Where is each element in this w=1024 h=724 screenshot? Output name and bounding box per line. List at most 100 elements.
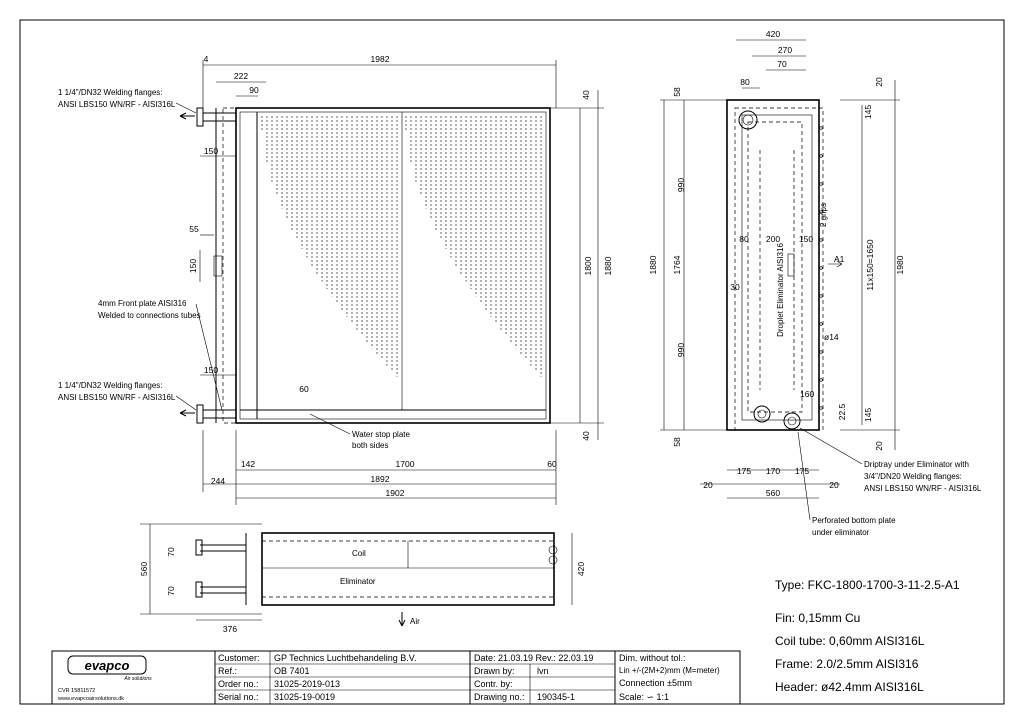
dim-1800: 1800 — [583, 256, 593, 275]
customer-value: GP Technics Luchtbehandeling B.V. — [274, 653, 416, 663]
dim-70-b: 70 — [166, 586, 176, 596]
spec-type: Type: FKC-1800-1700-3-11-2.5-A1 — [775, 578, 960, 592]
serial-label: Serial no.: — [218, 692, 259, 702]
drawing-label: Drawing no.: — [474, 692, 525, 702]
dim-160: 160 — [800, 389, 814, 399]
eliminator-label: Droplet Eliminator AISI316 — [776, 243, 785, 337]
perforation-holes — [819, 126, 823, 410]
dim-20-right: 20 — [829, 480, 839, 490]
dim-145-top: 145 — [863, 105, 873, 119]
specifications: Type: FKC-1800-1700-3-11-2.5-A1 Fin: 0,1… — [775, 578, 960, 694]
connection-tolerance: Connection ±5mm — [619, 678, 692, 688]
dim-pitch: 11x150=1650 — [865, 239, 875, 290]
side-frame — [726, 99, 820, 431]
note-perf-line1: Perforated bottom plate — [812, 516, 896, 525]
dim-1980: 1980 — [895, 255, 905, 274]
linear-tolerance: Lin +/-(2M+2)mm (M=meter) — [619, 666, 720, 675]
header-bottom — [753, 405, 771, 423]
dim-270: 270 — [778, 45, 792, 55]
dim-58-top: 58 — [672, 87, 682, 97]
dim-560: 560 — [766, 488, 780, 498]
drawn-label: Drawn by: — [474, 666, 515, 676]
dim-60-waterstop: 60 — [299, 384, 309, 394]
hole-dot — [819, 182, 823, 186]
hole-dot — [819, 238, 823, 242]
spec-coil-tube: Coil tube: 0,60mm AISI316L — [775, 634, 925, 648]
dim-58-bottom: 58 — [672, 437, 682, 447]
note-front-plate-line2: Welded to connections tubes — [98, 311, 201, 320]
dim-70: 70 — [777, 59, 787, 69]
dim-1880-side: 1880 — [648, 255, 658, 274]
contr-label: Contr. by: — [474, 679, 513, 689]
dim-40-bottom: 40 — [581, 431, 591, 441]
section-arrow-icon — [828, 260, 843, 268]
dim-150-plate: 150 — [188, 259, 198, 273]
drain-connection — [783, 412, 801, 430]
dim-560-top: 560 — [139, 562, 149, 576]
grips-note: 2 grips — [819, 203, 828, 227]
hole-dot — [819, 378, 823, 382]
note-front-plate-line1: 4mm Front plate AISI316 — [98, 299, 187, 308]
dim-60-bottom: 60 — [547, 459, 557, 469]
coil-label: Coil — [352, 549, 366, 558]
dim-20-top: 20 — [874, 77, 884, 87]
dim-376: 376 — [223, 624, 237, 634]
spec-fin: Fin: 0,15mm Cu — [775, 611, 860, 625]
spec-header: Header: ø42.4mm AISI316L — [775, 680, 924, 694]
spec-frame: Frame: 2.0/2.5mm AISI316 — [775, 657, 919, 671]
dim-80: 80 — [740, 77, 750, 87]
flow-in-arrow — [179, 409, 195, 417]
order-label: Order no.: — [218, 679, 259, 689]
dim-22-5: 22.5 — [837, 403, 847, 420]
air-label: Air — [410, 617, 420, 626]
ref-label: Ref.: — [218, 666, 237, 676]
dim-142: 142 — [241, 459, 255, 469]
dim-175-b: 175 — [795, 466, 809, 476]
note-flange-bottom-line2: ANSI LBS150 WN/RF - AISI316L — [58, 393, 176, 402]
note-flange-top-line1: 1 1/4"/DN32 Welding flanges: — [58, 88, 163, 97]
dim-175-a: 175 — [737, 466, 751, 476]
hole-dot — [819, 126, 823, 130]
dim-420-top: 420 — [576, 562, 586, 576]
arrow-a1: A1 — [834, 254, 845, 264]
dim-1982: 1982 — [371, 54, 390, 64]
dim-20-left: 20 — [703, 480, 713, 490]
bottom-flange — [196, 404, 236, 424]
hole-dot — [819, 350, 823, 354]
hole-dot — [819, 294, 823, 298]
dim-200: 200 — [766, 234, 780, 244]
customer-label: Customer: — [218, 653, 260, 663]
note-perf-line2: under eliminator — [812, 528, 870, 537]
dim-1880: 1880 — [603, 256, 613, 275]
header-top — [738, 110, 758, 130]
drawing-value: 190345-1 — [537, 692, 575, 702]
side-view: Droplet Eliminator AISI316 420 270 70 80… — [648, 29, 982, 537]
note-driptray-line2: 3/4"/DN20 Welding flanges: — [864, 472, 962, 481]
dim-80-inner: 80 — [739, 234, 749, 244]
eliminator-top-label: Eliminator — [340, 577, 376, 586]
dim-tolerance-label: Dim. without tol.: — [619, 653, 686, 663]
hole-dot — [819, 406, 823, 410]
hole-dot — [819, 266, 823, 270]
coil-frame — [235, 107, 551, 424]
drawn-value: lvn — [537, 666, 549, 676]
dim-20-bottom: 20 — [874, 441, 884, 451]
logo-sub: Air solutions — [123, 676, 152, 682]
evapco-logo — [67, 655, 147, 675]
flow-out-arrow — [179, 112, 195, 120]
order-value: 31025-2019-013 — [274, 679, 340, 689]
dim-420: 420 — [766, 29, 780, 39]
note-waterstop-line1: Water stop plate — [352, 430, 411, 439]
top-view: Coil Eliminator 560 70 70 420 376 Air — [139, 523, 586, 634]
dim-30: 30 — [730, 282, 740, 292]
dim-990-bottom: 990 — [676, 343, 686, 357]
date-rev: Date: 21.03.19 Rev.: 22.03.19 — [474, 653, 593, 663]
serial-value: 31025-19-0019 — [274, 692, 335, 702]
top-flange — [196, 107, 236, 127]
dim-1700: 1700 — [396, 459, 415, 469]
front-view: 1982 4 222 90 150 55 150 150 60 40 40 18… — [58, 54, 613, 505]
note-driptray-line3: ANSI LBS150 WN/RF - AISI316L — [864, 484, 982, 493]
dim-90: 90 — [249, 85, 259, 95]
dim-244: 244 — [211, 476, 225, 486]
dim-1902: 1902 — [386, 488, 405, 498]
